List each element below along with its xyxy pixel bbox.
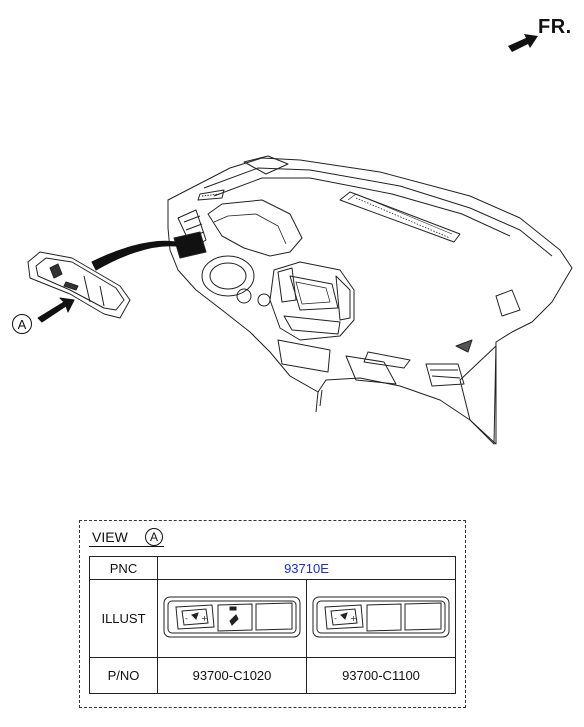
view-detail-box xyxy=(79,520,466,708)
svg-text:+: + xyxy=(201,614,208,623)
parts-table: PNC 93710E ILLUST - + xyxy=(89,556,456,694)
switch-panel-illustration: - + xyxy=(163,596,301,638)
part-number-1: 93700-C1020 xyxy=(157,657,307,694)
fr-arrow-icon xyxy=(508,34,538,52)
pnc-value[interactable]: 93710E xyxy=(157,556,456,580)
front-direction-label: FR. xyxy=(538,16,572,38)
svg-text:+: + xyxy=(350,614,357,623)
part-number-2: 93700-C1100 xyxy=(306,657,456,694)
view-title: VIEW xyxy=(92,529,128,545)
table-row: ILLUST - + - xyxy=(89,579,456,658)
callout-a-marker: A xyxy=(12,314,32,334)
view-callout-circle: A xyxy=(145,528,163,546)
illust-cell-2: - + xyxy=(306,579,456,658)
svg-text:-: - xyxy=(334,614,337,623)
pnc-label: PNC xyxy=(89,556,158,580)
illust-label: ILLUST xyxy=(89,579,158,658)
illust-cell-1: - + xyxy=(157,579,307,658)
view-underline xyxy=(89,546,164,547)
table-row: P/NO 93700-C1020 93700-C1100 xyxy=(89,657,456,694)
pno-label: P/NO xyxy=(89,657,158,694)
dashboard-illustration xyxy=(27,155,573,445)
svg-text:-: - xyxy=(185,614,188,623)
table-row: PNC 93710E xyxy=(89,556,456,580)
switch-panel-illustration: - + xyxy=(312,596,450,638)
